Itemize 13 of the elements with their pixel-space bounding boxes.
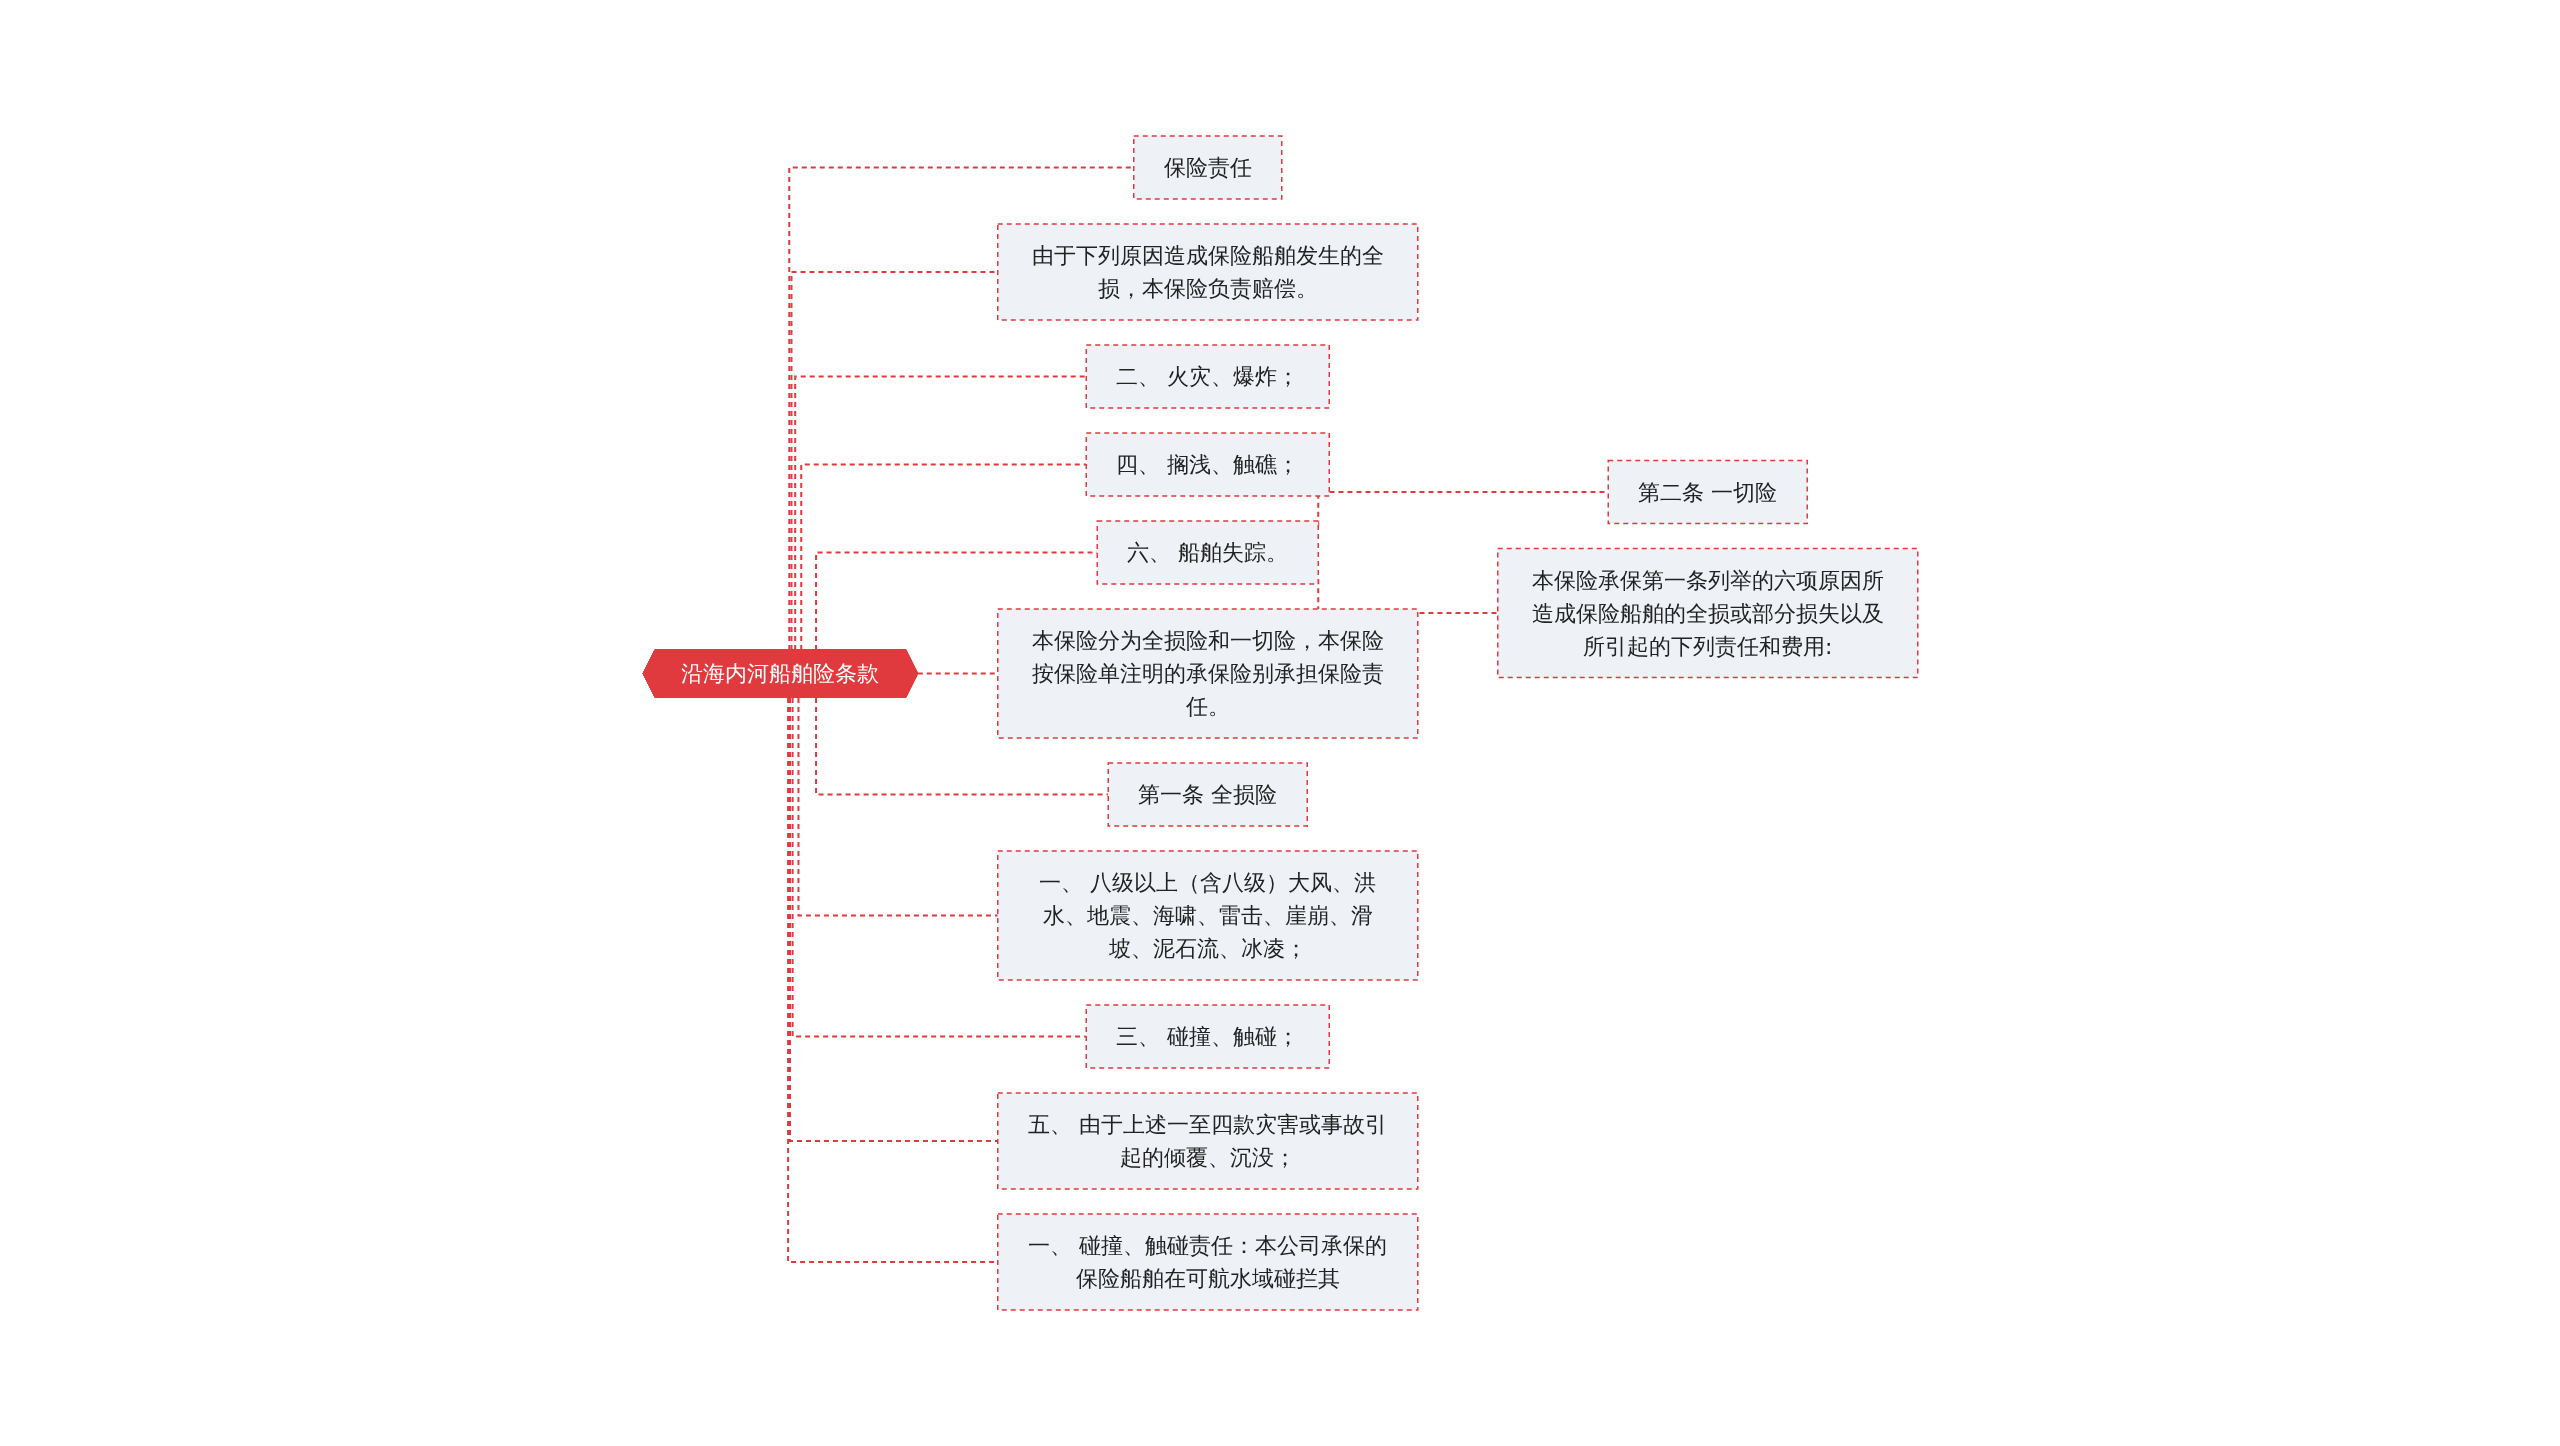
node-box: 本保险分为全损险和一切险，本保险按保险单注明的承保险别承担保险责任。 — [996, 608, 1419, 739]
node-box: 一、 碰撞、触碰责任：本公司承保的保险船舶在可航水域碰拦其 — [996, 1213, 1419, 1311]
node-box: 二、 火灾、爆炸； — [1085, 344, 1330, 409]
node-box: 六、 船舶失踪。 — [1096, 520, 1319, 585]
node-box: 四、 搁浅、触礁； — [1085, 432, 1330, 497]
node-box: 保险责任 — [1132, 135, 1283, 200]
node-box: 一、 八级以上（含八级）大风、洪水、地震、海啸、雷击、崖崩、滑坡、泥石流、冰凌； — [996, 850, 1419, 981]
node-box: 本保险承保第一条列举的六项原因所造成保险船舶的全损或部分损失以及所引起的下列责任和费用: — [1496, 547, 1919, 679]
node-box: 三、 碰撞、触碰； — [1085, 1004, 1330, 1069]
node-box: 第二条 一切险 — [1607, 459, 1808, 525]
node-box: 第一条 全损险 — [1107, 762, 1308, 827]
node-box: 由于下列原因造成保险船舶发生的全损，本保险负责赔偿。 — [996, 223, 1419, 321]
node-box: 五、 由于上述一至四款灾害或事故引起的倾覆、沉没； — [996, 1092, 1419, 1190]
